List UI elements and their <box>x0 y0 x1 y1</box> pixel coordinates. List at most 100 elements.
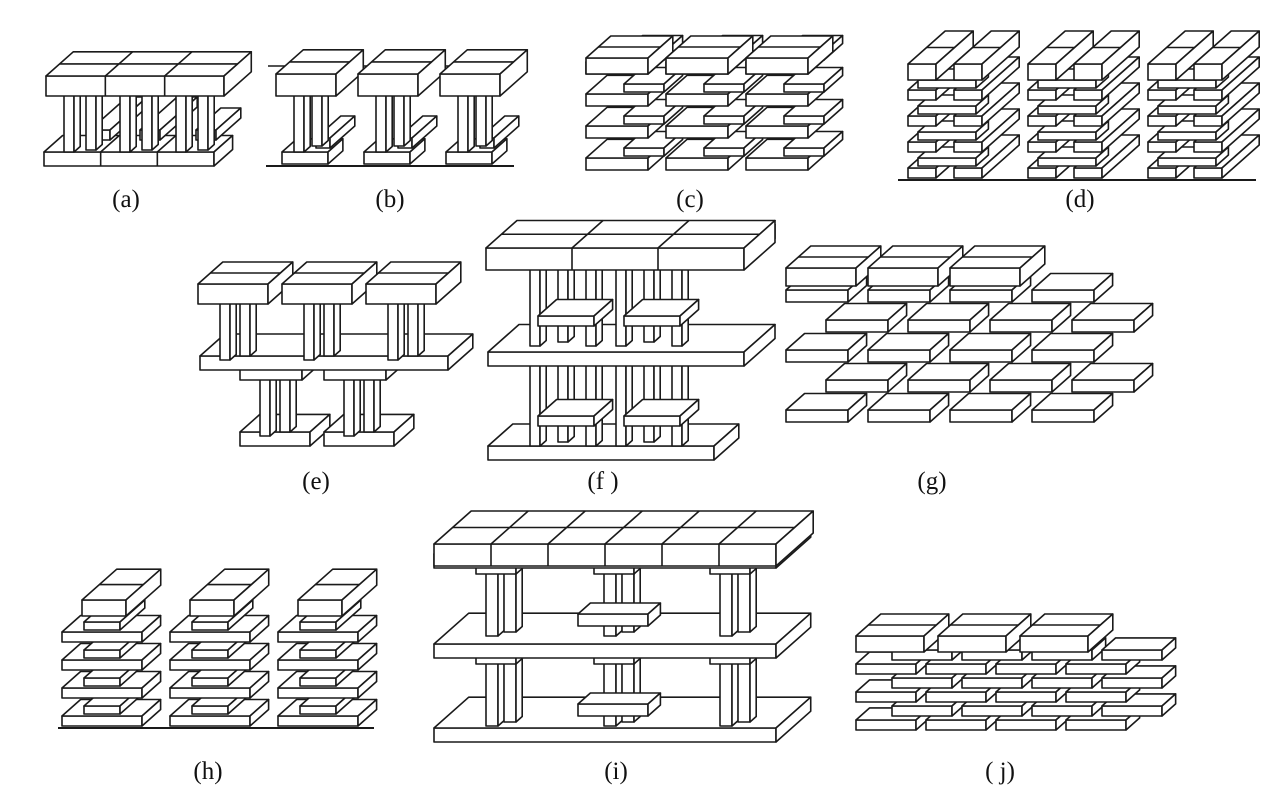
flat-brick <box>1161 693 1177 717</box>
brick <box>745 125 809 139</box>
brick <box>1071 379 1135 393</box>
stack-brick <box>1221 82 1260 127</box>
flat-brick <box>1101 649 1163 661</box>
brick <box>1031 289 1095 303</box>
column <box>311 89 323 147</box>
brick <box>665 125 729 139</box>
brick <box>847 392 868 423</box>
cross-brick <box>1037 79 1097 89</box>
column <box>293 89 305 153</box>
brick <box>1011 332 1032 363</box>
stack-brick <box>981 108 1021 153</box>
brick <box>1031 409 1095 423</box>
top-brick <box>81 599 127 617</box>
layer-brick <box>169 687 251 699</box>
stack-brick <box>1073 141 1103 153</box>
cross-brick <box>917 157 977 167</box>
top-brick <box>1193 63 1223 81</box>
column <box>219 299 231 361</box>
brick <box>949 289 1013 303</box>
column <box>343 375 355 437</box>
brick <box>703 83 745 93</box>
top-brick <box>907 63 937 81</box>
column <box>197 91 209 151</box>
brick <box>1093 392 1114 423</box>
base-pad <box>239 431 311 447</box>
cross-brick <box>1037 157 1097 167</box>
stack-brick <box>907 141 937 153</box>
brick <box>1093 332 1114 363</box>
layer-brick <box>169 659 251 671</box>
top-brick <box>1073 63 1103 81</box>
top-brick <box>727 35 754 75</box>
column <box>63 91 75 153</box>
caption-d: (d) <box>1065 186 1095 213</box>
cross-brick <box>1157 105 1217 115</box>
stack-brick <box>1193 89 1223 101</box>
flat-brick <box>855 719 917 731</box>
structure-f-drawing <box>485 219 776 461</box>
inner-brick <box>191 649 229 659</box>
brick <box>867 289 931 303</box>
stack-brick <box>1193 115 1223 127</box>
brick <box>823 98 844 125</box>
layer-brick <box>277 715 359 727</box>
top-slab <box>45 75 225 97</box>
column <box>375 89 387 153</box>
cross-brick <box>1157 79 1217 89</box>
layer-brick <box>169 631 251 643</box>
top-slab <box>357 73 419 97</box>
mid-slab <box>447 333 474 371</box>
brick <box>745 93 809 107</box>
base-pad <box>281 151 329 165</box>
brick <box>783 115 825 125</box>
top-slab <box>335 48 365 97</box>
stack-brick <box>1073 115 1103 127</box>
top-slab <box>417 48 447 97</box>
column <box>239 299 251 357</box>
base-slab-seam <box>156 134 177 153</box>
caption-a: (a) <box>112 186 140 213</box>
structure-b-drawing <box>266 48 529 167</box>
top-brick <box>745 57 809 75</box>
stack-brick <box>1193 167 1223 179</box>
flat-brick <box>925 691 987 703</box>
cross-brick <box>1037 105 1097 115</box>
cross-brick <box>1157 131 1217 141</box>
layer-brick <box>61 659 143 671</box>
structure-a-drawing <box>43 50 253 167</box>
brick <box>745 157 809 171</box>
brick <box>623 147 665 157</box>
layer-brick <box>169 715 251 727</box>
center-pad <box>577 703 649 717</box>
flat-brick <box>1031 705 1093 717</box>
top-brick <box>233 568 270 617</box>
stack-brick <box>953 141 983 153</box>
top-brick <box>125 568 162 617</box>
flat-brick <box>1101 705 1163 717</box>
brick <box>623 115 665 125</box>
brick <box>887 302 908 333</box>
center-pad <box>647 692 662 717</box>
column <box>141 91 153 151</box>
stack-brick <box>1073 167 1103 179</box>
base-slab <box>213 134 234 167</box>
top-slab <box>435 261 462 305</box>
brick <box>929 392 950 423</box>
center-pad <box>647 602 662 627</box>
center-pad <box>577 602 662 615</box>
layer-brick <box>61 715 143 727</box>
stack-brick <box>907 89 937 101</box>
base-slab <box>775 696 812 743</box>
stack-brick <box>1147 115 1177 127</box>
top-brick <box>647 35 674 75</box>
base-slab <box>43 151 215 167</box>
layer-brick <box>249 614 270 643</box>
layer-brick <box>141 642 162 671</box>
inner-brick <box>299 677 337 687</box>
brick <box>783 147 825 157</box>
floor-slab <box>743 323 776 367</box>
top-brick <box>1027 63 1057 81</box>
brick <box>785 289 849 303</box>
